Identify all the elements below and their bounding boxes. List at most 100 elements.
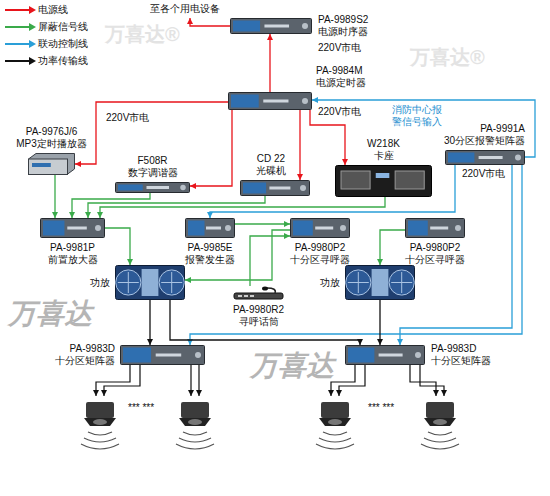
drawing-part bbox=[95, 225, 101, 231]
connector bbox=[72, 193, 150, 218]
connector bbox=[170, 300, 360, 345]
device-label: F508R 数字调谐器 bbox=[124, 155, 182, 179]
connector bbox=[269, 34, 270, 92]
drawing-part bbox=[267, 288, 275, 293]
speaker-wire bbox=[331, 365, 355, 396]
legend-swatch bbox=[5, 26, 29, 28]
legend-arrow-head bbox=[29, 57, 36, 65]
connector bbox=[105, 228, 130, 265]
note-label: *** *** bbox=[128, 402, 154, 414]
drawing-part bbox=[346, 266, 415, 300]
device-label: CD 22 光碟机 bbox=[248, 153, 294, 177]
connector bbox=[379, 300, 380, 345]
device-node: CD 22 光碟机 bbox=[240, 180, 310, 196]
drawing-part bbox=[269, 187, 290, 190]
drawing-part bbox=[238, 295, 242, 297]
drawing-part bbox=[123, 348, 151, 363]
device-label: PA-9984M 电源定时器 bbox=[316, 65, 378, 89]
rack-device bbox=[40, 218, 105, 238]
drawing-part bbox=[315, 227, 333, 230]
drawing-part bbox=[479, 156, 503, 159]
device-node: 功放 bbox=[345, 265, 415, 300]
watermark: 万喜达 bbox=[8, 298, 92, 330]
legend-text: 联动控制线 bbox=[38, 38, 88, 50]
drawing-part bbox=[67, 227, 87, 230]
rack-device bbox=[405, 218, 465, 238]
drawing-part bbox=[238, 295, 254, 297]
drawing-part bbox=[206, 227, 221, 230]
drawing-part bbox=[147, 186, 170, 189]
watermark: 万喜达 bbox=[250, 350, 334, 382]
drawing-part bbox=[231, 19, 312, 34]
device-node: PA-9989S2 电源时序器 bbox=[230, 18, 312, 34]
legend-arrow-head bbox=[29, 6, 36, 14]
device-node: PA-9983D 十分区矩阵器 bbox=[120, 345, 205, 365]
legend-swatch bbox=[5, 43, 29, 45]
legend-arrow-head bbox=[29, 40, 36, 48]
device-label: PA-9985E 报警发生器 bbox=[179, 242, 241, 266]
speaker bbox=[421, 402, 459, 449]
speaker-wire bbox=[190, 365, 191, 396]
drawing-part bbox=[395, 171, 424, 189]
speaker-wire bbox=[339, 365, 365, 396]
device-label: PA-9980R2 寻呼话筒 bbox=[228, 304, 290, 328]
drawing-part bbox=[234, 293, 283, 299]
speaker-wire bbox=[104, 365, 140, 396]
drawing-part bbox=[446, 151, 525, 165]
drawing-part bbox=[29, 159, 68, 175]
device-label: PA-9991A 30分区报警矩阵器 bbox=[435, 123, 525, 147]
drawing-part bbox=[302, 23, 308, 29]
device-label: 功放 bbox=[90, 277, 110, 289]
speaker-wire bbox=[420, 365, 444, 396]
drawing-part bbox=[372, 269, 389, 296]
connector bbox=[190, 165, 522, 345]
drawing-part bbox=[263, 100, 288, 103]
drawing-part bbox=[116, 183, 190, 193]
connector bbox=[250, 236, 290, 286]
drawing-part bbox=[341, 171, 370, 189]
watermark: 万喜达® bbox=[410, 45, 485, 69]
device-label: PA-9983D 十分区矩阵器 bbox=[43, 343, 115, 367]
device-node: F508R 数字调谐器 bbox=[115, 182, 190, 193]
drawing-part bbox=[156, 354, 182, 357]
drawing-part bbox=[241, 181, 310, 196]
connector bbox=[210, 165, 455, 218]
box-device bbox=[28, 153, 75, 175]
drawing-part bbox=[233, 21, 260, 32]
connector bbox=[75, 102, 228, 164]
signal-input-note: 消防中心报警信号输入 bbox=[392, 104, 444, 128]
connector bbox=[299, 110, 300, 180]
mic-device bbox=[232, 286, 285, 300]
device-node: PA-9980P2 十分区寻呼器 bbox=[290, 218, 350, 238]
device-label: PA-9980P2 十分区寻呼器 bbox=[399, 242, 471, 266]
drawing-part bbox=[29, 154, 75, 175]
note-label: *** *** bbox=[368, 402, 394, 414]
rack-device bbox=[230, 18, 312, 34]
watermark: 万喜达® bbox=[105, 22, 180, 46]
device-node: PA-9984M 电源定时器 bbox=[228, 92, 312, 110]
device-node: PA-9991A 30分区报警矩阵器 bbox=[445, 150, 525, 165]
speaker bbox=[81, 402, 119, 449]
drawing-part bbox=[243, 183, 266, 194]
drawing-part bbox=[244, 295, 248, 297]
power-output-line bbox=[190, 18, 230, 26]
drawing-part bbox=[379, 354, 403, 357]
device-label: PA-9989S2 电源时序器 bbox=[318, 14, 380, 38]
device-label: PA-9980P2 十分区寻呼器 bbox=[284, 242, 356, 266]
drawing-part bbox=[195, 352, 201, 358]
rack-device bbox=[345, 345, 425, 365]
drawing-part bbox=[340, 225, 346, 231]
connector bbox=[312, 100, 535, 157]
amp-device bbox=[115, 265, 185, 300]
drawing-part bbox=[229, 93, 312, 110]
drawing-part bbox=[448, 153, 474, 163]
device-label: 功放 bbox=[320, 277, 340, 289]
connector bbox=[310, 110, 345, 165]
connector bbox=[54, 175, 55, 218]
drawing-part bbox=[346, 346, 425, 365]
note-label: 220V市电 bbox=[318, 106, 361, 118]
device-node: PA-9981P 前置放大器 bbox=[40, 218, 105, 238]
drawing-part bbox=[291, 219, 350, 238]
amp-device bbox=[345, 265, 415, 300]
drawing-part bbox=[293, 221, 313, 236]
